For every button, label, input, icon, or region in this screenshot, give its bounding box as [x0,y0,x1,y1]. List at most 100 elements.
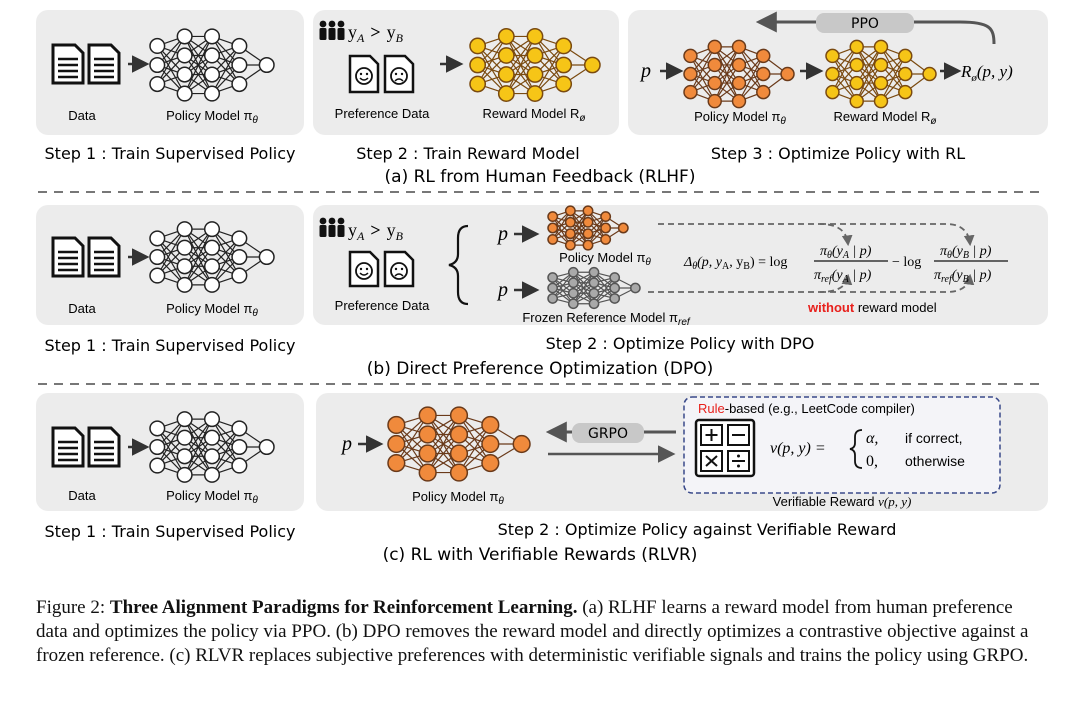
network-node [203,411,221,428]
sad-doc-icon [383,54,415,94]
network-node [873,93,889,109]
reward-model-label: Reward Model Rø [483,106,586,124]
figure-caption: Figure 2: Three Alignment Paradigms for … [36,596,1046,668]
without-reward-note: without reward model [807,300,937,315]
network-edge [593,277,616,305]
network-node [418,406,437,425]
network-node [149,37,166,54]
reward-model-label: Reward Model Rø [834,109,937,127]
network-node [609,282,621,294]
dashed-connector [820,223,975,247]
reward-output: Rø(p, y) [960,62,1013,84]
rlvr-step2-caption: Step 2 : Optimize Policy against Verifia… [498,520,897,539]
network-node [149,457,166,474]
svg-text:πref(yB | p): πref(yB | p) [934,268,992,285]
network-edge [856,64,882,102]
policy-network-orange [683,39,795,109]
network-node [149,420,166,437]
network-node [731,93,747,109]
data-label: Data [68,488,96,503]
prompt-input-bottom: p [496,279,508,301]
policy-model-label: Policy Model πθ [166,488,258,506]
policy-network [149,28,275,102]
network-node [481,415,500,435]
network-node [231,37,248,54]
policy-model-label: Policy Model πθ [166,108,258,126]
data-label: Data [68,301,96,316]
network-edge [856,46,882,84]
network-node [780,66,795,82]
network-node [203,448,221,465]
network-node [176,258,193,275]
svg-text:Δθ(p, yA, yB) = log: Δθ(p, yA, yB) = log [683,255,787,272]
network-node [707,57,722,73]
network-node [231,438,248,456]
network-node [898,84,913,100]
network-node [512,434,531,454]
network-node [418,444,437,463]
network-node [609,293,621,304]
network-node [176,276,193,293]
policy-network-orange [547,205,629,251]
figure-description: (a) RLHF learns a reward model from huma… [36,597,1029,666]
rlhf-step3-caption: Step 3 : Optimize Policy with RL [711,144,965,163]
network-node [582,228,594,240]
network-edge [211,428,240,476]
network-node [526,47,544,64]
rlhf-step1-caption: Step 1 : Train Supervised Policy [45,144,296,163]
network-node [497,47,515,64]
figure-bold-title: Three Alignment Paradigms for Reinforcem… [109,597,578,618]
network-node [149,438,166,456]
rlvr-step2: p Policy Model πθ GRPO Rule-based (e.g.,… [340,396,1001,509]
policy-network [149,221,275,293]
preference-data-label: Preference Data [335,298,430,313]
network-node [564,239,576,251]
network-node [497,85,515,102]
network-node [609,272,621,283]
network-node [449,444,469,463]
network-node [203,258,221,275]
network-edge [587,216,607,246]
prompt-input: p [639,60,651,82]
document-icon [51,43,85,85]
network-edge [156,228,186,276]
network-node [707,75,722,91]
policy-model-label: Policy Model πθ [694,109,786,127]
rlvr-step1-caption: Step 1 : Train Supervised Policy [45,522,296,541]
network-node [176,28,193,45]
preference-pair: yA>yB [348,220,404,243]
network-edge [427,415,460,473]
rlvr-step1: Data Policy Model πθ [51,411,275,506]
rlhf-title: (a) RL from Human Feedback (RLHF) [385,167,696,187]
dashed-connector [820,273,975,293]
network-node [526,28,544,45]
network-node [176,85,193,102]
dpo-step2-caption: Step 2 : Optimize Policy with DPO [546,334,815,353]
network-node [203,28,221,45]
network-node [418,425,437,444]
network-edge [534,45,565,94]
network-edge [856,46,882,102]
network-node [898,66,913,82]
network-node [481,434,500,454]
network-node [231,457,248,474]
network-node [547,272,559,283]
network-edge [458,424,491,473]
network-node [387,415,406,435]
network-node [707,93,722,109]
reward-network [825,39,937,109]
network-node [582,239,594,251]
data-label: Data [68,108,96,123]
network-node [731,75,747,91]
network-edge [211,238,240,286]
network-node [231,248,248,266]
network-node [547,211,559,223]
reward-function: v(p, y) = [770,440,826,457]
network-edge [689,46,716,93]
network-edge [184,228,213,286]
preference-data-label: Preference Data [335,106,430,121]
network-node [203,47,221,64]
case-correct-value: α, [866,430,878,447]
network-node [176,429,193,446]
